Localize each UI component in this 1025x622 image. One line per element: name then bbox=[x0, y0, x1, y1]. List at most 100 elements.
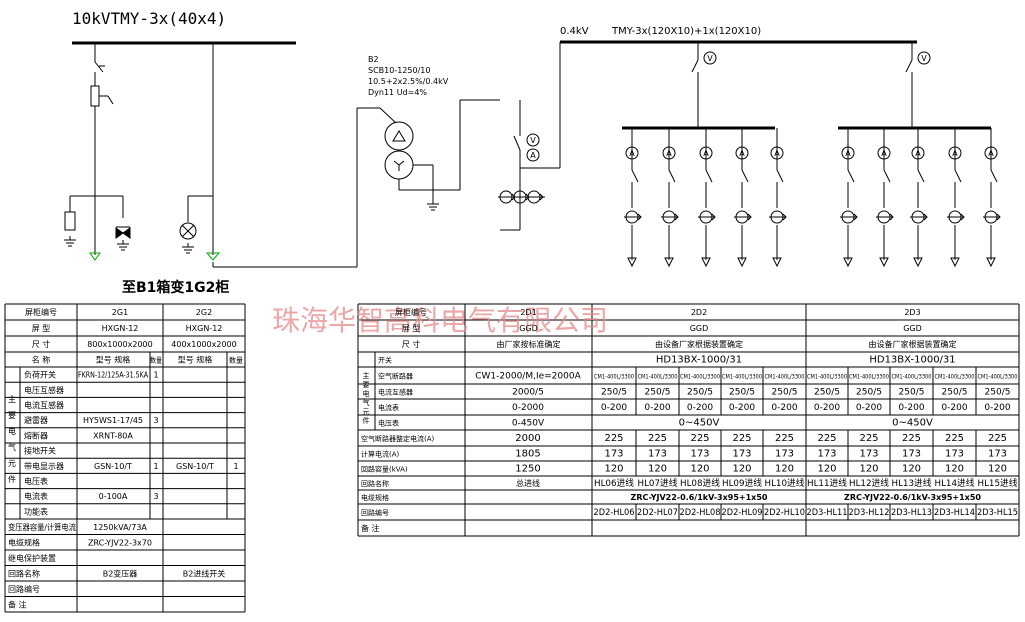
transformer-model: SCB10-1250/10 bbox=[368, 66, 430, 75]
loop-number: 2D3-HL12 bbox=[849, 508, 890, 518]
loop-name: HL10进线 bbox=[765, 477, 805, 489]
right-cell-2d2: GGD bbox=[690, 324, 709, 333]
right-sub-value: 120 bbox=[690, 464, 709, 475]
transformer-hv-winding bbox=[384, 121, 414, 151]
group-voltmeter-label: V bbox=[921, 54, 927, 63]
left-item-name: 电流表 bbox=[24, 491, 48, 501]
left-side-label: 件 bbox=[8, 474, 16, 484]
switch-2d3: HD13BX-1000/31 bbox=[869, 355, 955, 366]
loop-number: 2D2-HL10 bbox=[764, 508, 805, 518]
right-sub-value: 0-200 bbox=[729, 403, 755, 413]
loop-name: HL06进线 bbox=[594, 477, 634, 489]
breaker-sub: CM1-400L/3300 bbox=[978, 374, 1018, 381]
main-ammeter-label: A bbox=[530, 151, 536, 160]
left-bottom-2g1: 1250kVA/73A bbox=[93, 523, 147, 532]
loop-name: HL15进线 bbox=[978, 477, 1018, 489]
right-side-label: 要 bbox=[363, 381, 370, 389]
feeder-ammeter-1 bbox=[662, 146, 676, 160]
delta-icon bbox=[392, 130, 406, 142]
left-side-label: 气 bbox=[8, 442, 16, 452]
main-voltmeter bbox=[526, 133, 540, 147]
feeder-breaker-blade bbox=[883, 169, 891, 183]
right-sub-value: 225 bbox=[604, 433, 623, 444]
breaker-main: CW1-2000/M,Ie=2000A bbox=[475, 372, 581, 382]
group-voltmeter bbox=[917, 51, 931, 65]
breaker-sub: CM1-400L/3300 bbox=[594, 374, 634, 381]
breaker-sub: CM1-400L/3300 bbox=[765, 374, 805, 381]
right-sub-value: 250/5 bbox=[772, 388, 798, 398]
feeder-ammeter-0 bbox=[841, 146, 855, 160]
left-bottom-label: 继电保护装置 bbox=[8, 553, 56, 563]
right-cell-2d1: 2D1 bbox=[520, 308, 536, 317]
loop-number: 2D3-HL15 bbox=[977, 508, 1018, 518]
loop-name: HL09进线 bbox=[722, 477, 762, 489]
left-item-name: 熔断器 bbox=[24, 430, 48, 440]
right-main-value: 2000/5 bbox=[512, 388, 544, 398]
feeder-ammeter-1 bbox=[877, 146, 891, 160]
right-row-label: 开关 bbox=[378, 356, 392, 365]
right-sub-value: 173 bbox=[690, 449, 709, 460]
right-main-value: 1805 bbox=[515, 449, 540, 460]
left-item-model: XRNT-80A bbox=[93, 431, 133, 440]
lamp-icon bbox=[179, 222, 197, 240]
feeder-breaker-blade bbox=[668, 169, 676, 183]
transformer-lv-winding bbox=[384, 150, 414, 180]
left-bottom-label: 回路名称 bbox=[8, 568, 40, 578]
right-row-label: 屏 型 bbox=[402, 324, 421, 333]
loop-name: HL13进线 bbox=[892, 477, 932, 489]
feeder-ammeter-0 bbox=[625, 146, 639, 160]
right-row-label: 电压表 bbox=[378, 419, 399, 428]
ct-icon bbox=[526, 190, 544, 204]
right-sub-value: 120 bbox=[775, 464, 794, 475]
feeder-breaker-blade bbox=[917, 169, 925, 183]
right-sub-value: 250/5 bbox=[856, 388, 882, 398]
feeder-ct-icon bbox=[624, 210, 642, 224]
feeder-terminal-icon bbox=[986, 257, 996, 268]
right-sub-value: 173 bbox=[945, 449, 964, 460]
left-row-label: 尺 寸 bbox=[32, 339, 51, 349]
loop-number: 2D3-HL11 bbox=[807, 508, 848, 518]
loop-name: HL14进线 bbox=[935, 477, 975, 489]
left-item-qty: 3 bbox=[153, 492, 158, 501]
cable-2d2: ZRC-YJV22-0.6/1kV-3x95+1x50 bbox=[631, 493, 768, 502]
left-cell-2g2: 400x1000x2000 bbox=[171, 340, 236, 349]
left-bottom-2g1: B2变压器 bbox=[103, 568, 138, 578]
left-row-label: 屏 型 bbox=[32, 324, 51, 333]
breaker-sub: CM1-400L/3300 bbox=[722, 374, 762, 381]
left-item-qty2: 1 bbox=[233, 462, 238, 471]
right-side-label: 电 bbox=[363, 389, 370, 398]
left-item-name: 功能表 bbox=[24, 506, 48, 516]
right-sub-value: 225 bbox=[988, 433, 1007, 444]
right-sub-value: 225 bbox=[732, 433, 751, 444]
wye-icon bbox=[393, 160, 405, 171]
right-sub-value: 250/5 bbox=[687, 388, 713, 398]
right-cell-2d3: 2D3 bbox=[904, 308, 920, 317]
left-bottom-label: 电缆规格 bbox=[8, 537, 40, 547]
vm-main: 0-450V bbox=[512, 419, 545, 429]
feeder-terminal-icon bbox=[950, 257, 960, 268]
right-sub-value: 225 bbox=[648, 433, 667, 444]
loop-number: 2D2-HL07 bbox=[637, 508, 678, 518]
right-sub-value: 173 bbox=[775, 449, 794, 460]
right-sub-value: 225 bbox=[902, 433, 921, 444]
feeder-ammeter-4-label: A bbox=[774, 149, 780, 158]
right-row-label: 电流表 bbox=[378, 403, 399, 412]
right-side-label: 主 bbox=[363, 371, 370, 380]
right-sub-value: 173 bbox=[604, 449, 623, 460]
right-sub-value: 250/5 bbox=[985, 388, 1011, 398]
live-indicator-icon bbox=[115, 227, 131, 239]
right-main-value: 1250 bbox=[515, 464, 540, 475]
left-head: 数量 bbox=[150, 356, 162, 365]
right-sub-value: 225 bbox=[859, 433, 878, 444]
feeder-terminal-icon bbox=[772, 257, 782, 268]
breaker-sub: CM1-400L/3300 bbox=[892, 374, 932, 381]
main-breaker-blade bbox=[513, 135, 521, 151]
left-side-label: 要 bbox=[8, 411, 16, 420]
right-sub-value: 120 bbox=[945, 464, 964, 475]
loop-name: HL08进线 bbox=[680, 477, 720, 489]
left-item-name: 接地开关 bbox=[24, 446, 56, 456]
feeder-ammeter-3 bbox=[735, 146, 749, 160]
left-item-name: 电压表 bbox=[24, 476, 48, 486]
breaker-sub: CM1-400L/3300 bbox=[680, 374, 720, 381]
loop-name: HL12进线 bbox=[849, 477, 889, 489]
